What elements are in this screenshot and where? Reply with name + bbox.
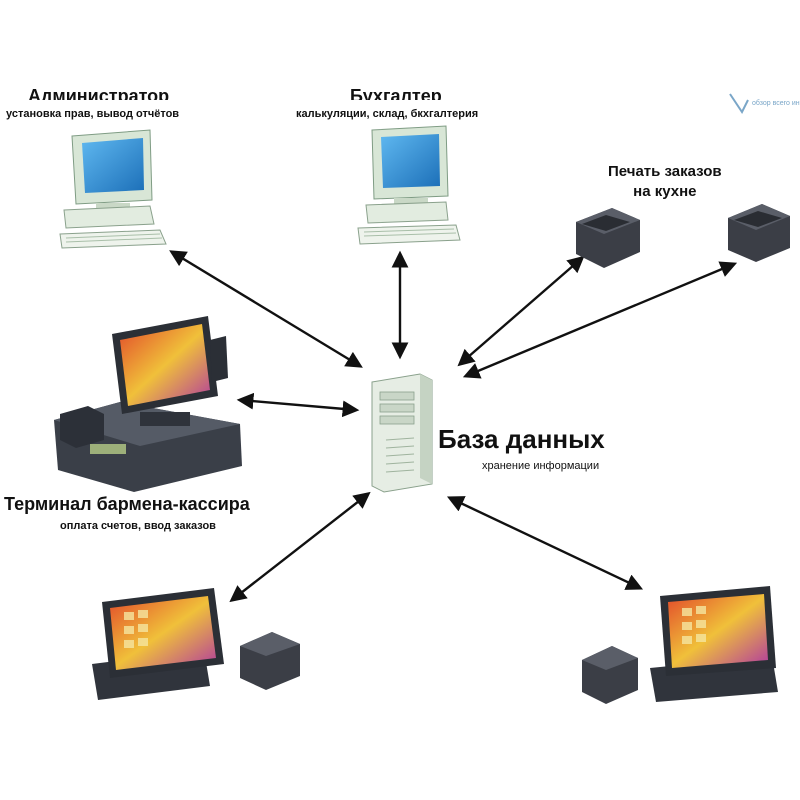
accountant-title: Бухгалтер xyxy=(350,86,442,100)
accountant-computer xyxy=(357,125,461,245)
watermark-logo xyxy=(729,93,749,114)
arrow-terminal2-db xyxy=(446,496,644,590)
admin-title: Администратор xyxy=(28,86,170,100)
arrow-printer1-db xyxy=(457,255,585,367)
admin-computer xyxy=(59,129,167,249)
arrow-printer2-db xyxy=(462,261,738,379)
arrow-cashier-db xyxy=(236,392,360,418)
accountant-subtitle: калькуляции, склад, бкхгалтерия xyxy=(296,108,479,120)
cashier-pos-terminal xyxy=(54,316,242,492)
arrow-terminal1-db xyxy=(229,491,371,603)
database-subtitle: хранение информации xyxy=(482,460,600,472)
cashier-terminal-subtitle: оплата счетов, ввод заказов xyxy=(60,520,216,532)
database-server xyxy=(371,373,433,493)
waiter-terminal-right xyxy=(650,586,778,702)
watermark-text: обзор всего ин xyxy=(752,100,800,107)
kitchen-printer-1 xyxy=(576,208,640,268)
admin-subtitle: установка прав, вывод отчётов xyxy=(6,108,180,120)
arrow-admin-db xyxy=(169,250,363,368)
database-title: База данных xyxy=(438,424,605,454)
waiter-terminal-left xyxy=(92,588,224,700)
kitchen-print-label: Печать заказов на кухне xyxy=(608,163,722,200)
cashier-terminal-title: Терминал бармена-кассира xyxy=(4,494,250,514)
receipt-printer-left xyxy=(240,632,300,690)
receipt-printer-right xyxy=(582,646,638,704)
arrows xyxy=(169,250,738,603)
kitchen-printer-2 xyxy=(728,204,790,262)
